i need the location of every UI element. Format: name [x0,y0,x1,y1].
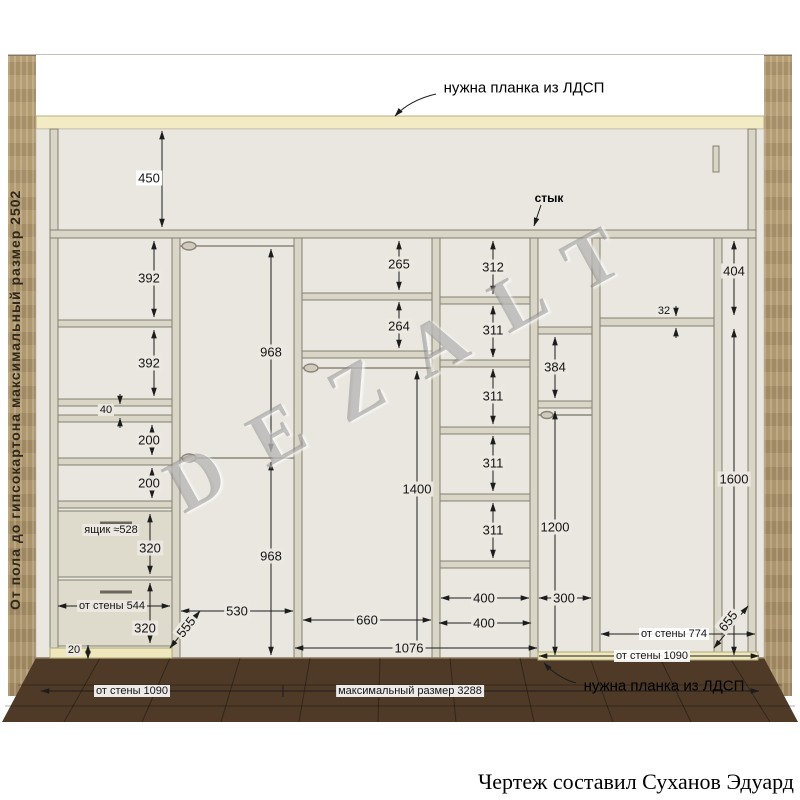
wardrobe-structure [49,128,757,659]
dim-1076: 1076 [392,640,426,656]
dim-wall-1090-right: от стены 1090 [613,650,691,662]
dim-265: 265 [386,256,412,272]
dim-32: 32 [655,305,673,317]
dim-660: 660 [354,612,380,628]
shelf [57,319,173,328]
dim-1600: 1600 [717,471,751,487]
dim-20: 20 [65,644,83,656]
shelf [57,398,173,407]
dim-968-upper: 968 [258,344,284,360]
drawer-front [57,579,173,647]
back-wall [35,128,765,659]
dim-300: 300 [551,590,577,606]
shelf [57,500,173,509]
right-side-panel [747,128,757,659]
shelf [301,292,433,301]
partition-3 [431,237,441,659]
dim-40: 40 [97,404,115,416]
dim-530: 530 [224,603,250,619]
partition-5 [591,237,601,659]
height-wall-label: От пола до гипсокартона максимальный раз… [7,189,23,611]
dim-311-4: 311 [480,522,506,538]
dim-wall-774: от стены 774 [639,628,709,640]
left-wall [8,55,36,696]
dim-450: 450 [136,170,162,186]
left-side-panel [49,128,59,659]
dim-320-upper: 320 [137,540,163,556]
dim-200-upper: 200 [136,432,162,448]
note-leaders [394,93,577,684]
shelf [439,359,531,368]
dim-400-upper: 400 [471,590,497,606]
shelf [57,457,173,466]
shelf [537,400,593,409]
right-wall [764,55,792,696]
wall-pipe [712,145,720,173]
dim-968-lower: 968 [258,548,284,564]
shelf [439,296,531,305]
top-shelf [49,229,757,239]
shelf [537,326,593,335]
shelf [301,350,433,359]
shelf [599,317,715,327]
dim-1200: 1200 [538,519,572,535]
dim-392-lower: 392 [136,355,162,371]
partition-2 [293,237,303,659]
partition-6 [713,237,723,659]
dim-392-upper: 392 [136,270,162,286]
dim-311-2: 311 [480,388,506,404]
note-top-plank: нужна планка из ЛДСП [443,79,605,97]
dim-384: 384 [542,359,568,375]
credit-line: Чертеж составил Суханов Эдуард [477,769,794,794]
dim-311-1: 311 [480,322,506,338]
dim-max-3288: максимальный размер 3288 [336,685,484,697]
note-joint: стык [534,191,564,205]
dim-200-lower: 200 [136,475,162,491]
bottom-plank-left [49,647,173,659]
partition-1 [171,237,181,659]
shelf [439,426,531,435]
dim-wall-1090-bottom: от стены 1090 [93,685,171,697]
shelf [57,414,173,423]
dim-wall-544: от стены 544 [77,600,147,612]
dim-404: 404 [721,263,747,279]
dim-320-lower: 320 [132,620,158,636]
dim-400-lower: 400 [471,615,497,631]
dim-1400: 1400 [400,481,434,497]
shelf [439,560,531,569]
dim-312: 312 [480,259,506,275]
note-bottom-plank: нужна планка из ЛДСП [583,677,745,695]
shelf [439,493,531,502]
partition-4 [529,237,539,659]
dim-drawer-528: ящик ≈528 [82,524,140,536]
dim-311-3: 311 [480,455,506,471]
top-plank-strip [35,115,765,130]
hanging-rods [180,241,592,463]
dim-264: 264 [386,318,412,334]
